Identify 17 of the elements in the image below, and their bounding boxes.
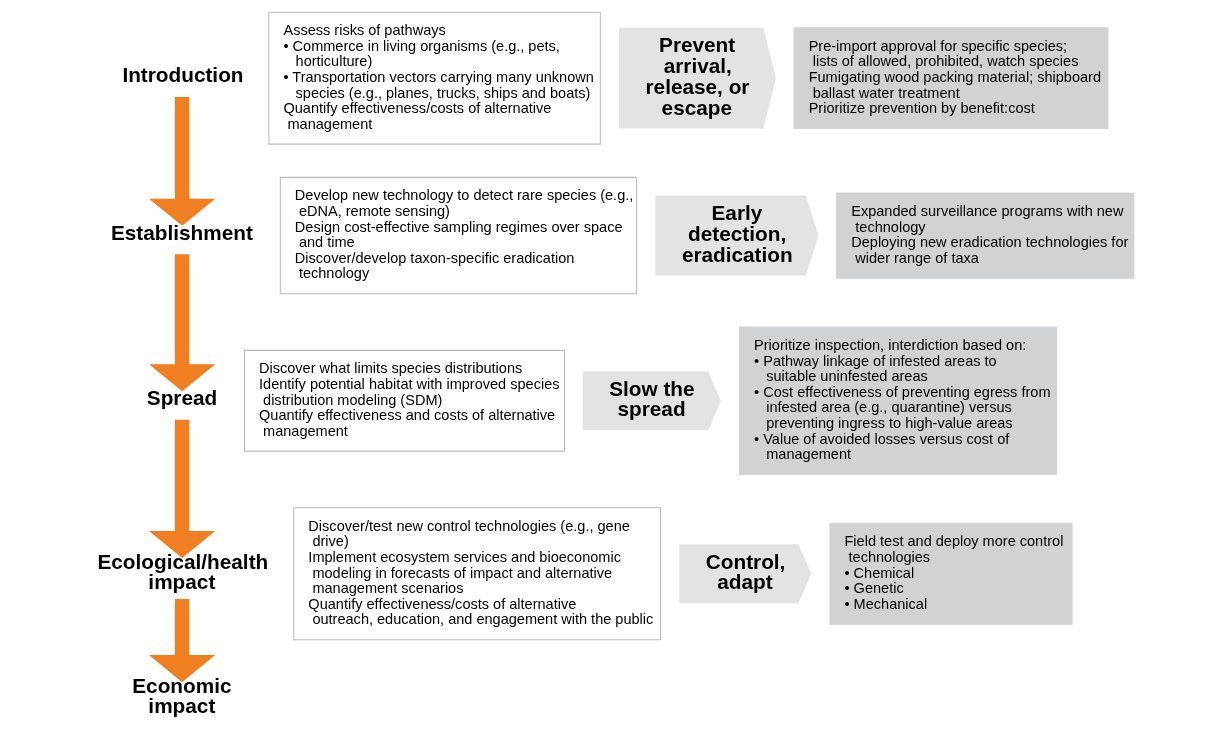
arrow: [149, 97, 216, 226]
node-box: Prioritize inspection, interdiction based on: • Pathway linkage of infested areas to suitable uninfested areas • Cost effectiveness of preventing egress from infested area (e.g., quarantine) versus preventing ingress to high-value areas • Value of avoided losses versus cost of management: [739, 326, 1057, 476]
node-box: Field test and deploy more control technologies • Chemical • Genetic • Mechanical: [829, 522, 1073, 625]
arrow: [149, 419, 216, 559]
arrow: [149, 254, 216, 392]
node-box: Assess risks of pathways • Commerce in living organisms (e.g., pets, horticulture) • Transportation vectors carrying many unknown species (e.g., planes, trucks, ships and boats) Quantify effectiveness/costs of alternative management: [268, 11, 601, 145]
node-box: Expanded surveillance programs with new technology Deploying new eradication technologies for wider range of taxa: [836, 192, 1135, 279]
node-text: Introduction: [122, 63, 244, 87]
node-box: Develop new technology to detect rare species (e.g., eDNA, remote sensing) Design cost-effective sampling regimes over space and time Discover/develop taxon-specific eradication technology: [279, 176, 638, 295]
node-text: Economic impact: [132, 673, 232, 718]
node-text: Spread: [146, 385, 218, 409]
node-text: Ecological/health impact: [97, 549, 269, 594]
arrow: [149, 598, 216, 683]
node-box: Pre-import approval for specific species; lists of allowed, prohibited, watch species Fumigating wood packing material; shipboard ballast water treatment Prioritize prevention by benefit:cost: [793, 27, 1109, 130]
node-text: Establishment: [110, 220, 253, 244]
node-box: Discover what limits species distributions Identify potential habitat with improved species distribution modeling (SDM) Quantify effectiveness and costs of alternative management: [243, 349, 565, 452]
node-box: Discover/test new control technologies (e.g., gene drive) Implement ecosystem services and bioeconomic modeling in forecasts of impact and alternative management scenarios Quantify effectiveness/costs of alternative outreach, education, and engagement with the public: [293, 507, 662, 641]
